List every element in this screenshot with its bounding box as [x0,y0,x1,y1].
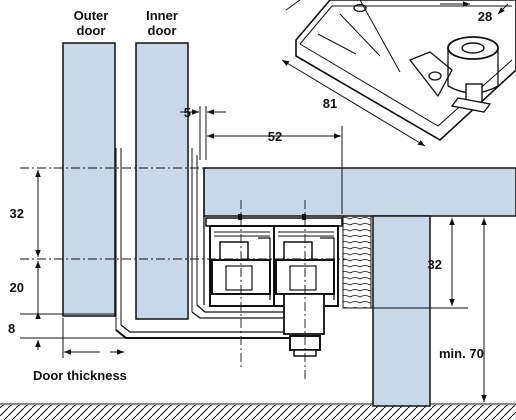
cabinet-side-panel [372,215,431,407]
floor-hatch [0,403,516,420]
dimension-min-70: min. 70 [439,346,484,361]
dimension-5: 5 [184,105,191,120]
dimension-8: 8 [8,321,15,336]
door-edge-lines [115,148,198,330]
center-lines [20,167,345,380]
inner-door-label-line2: door [148,23,177,38]
dimension-52: 52 [268,129,282,144]
dimension-20: 20 [10,280,24,295]
hinge-perspective-view [281,0,516,147]
outer-door-label-line1: Outer [74,8,109,23]
cabinet-top-panel [203,167,516,217]
dimension-81: 81 [323,96,337,111]
inner-door-panel [135,42,189,320]
wood-block [342,215,372,309]
dimension-32-right: 32 [428,257,442,272]
inner-door-label-line1: Inner [146,8,178,23]
outer-door-panel [62,42,116,317]
hinge-mechanism [205,214,343,357]
outer-door-label-line2: door [77,23,106,38]
dimension-28: 28 [478,9,492,24]
dimension-32-left: 32 [10,206,24,221]
door-thickness-label: Door thickness [33,368,127,383]
